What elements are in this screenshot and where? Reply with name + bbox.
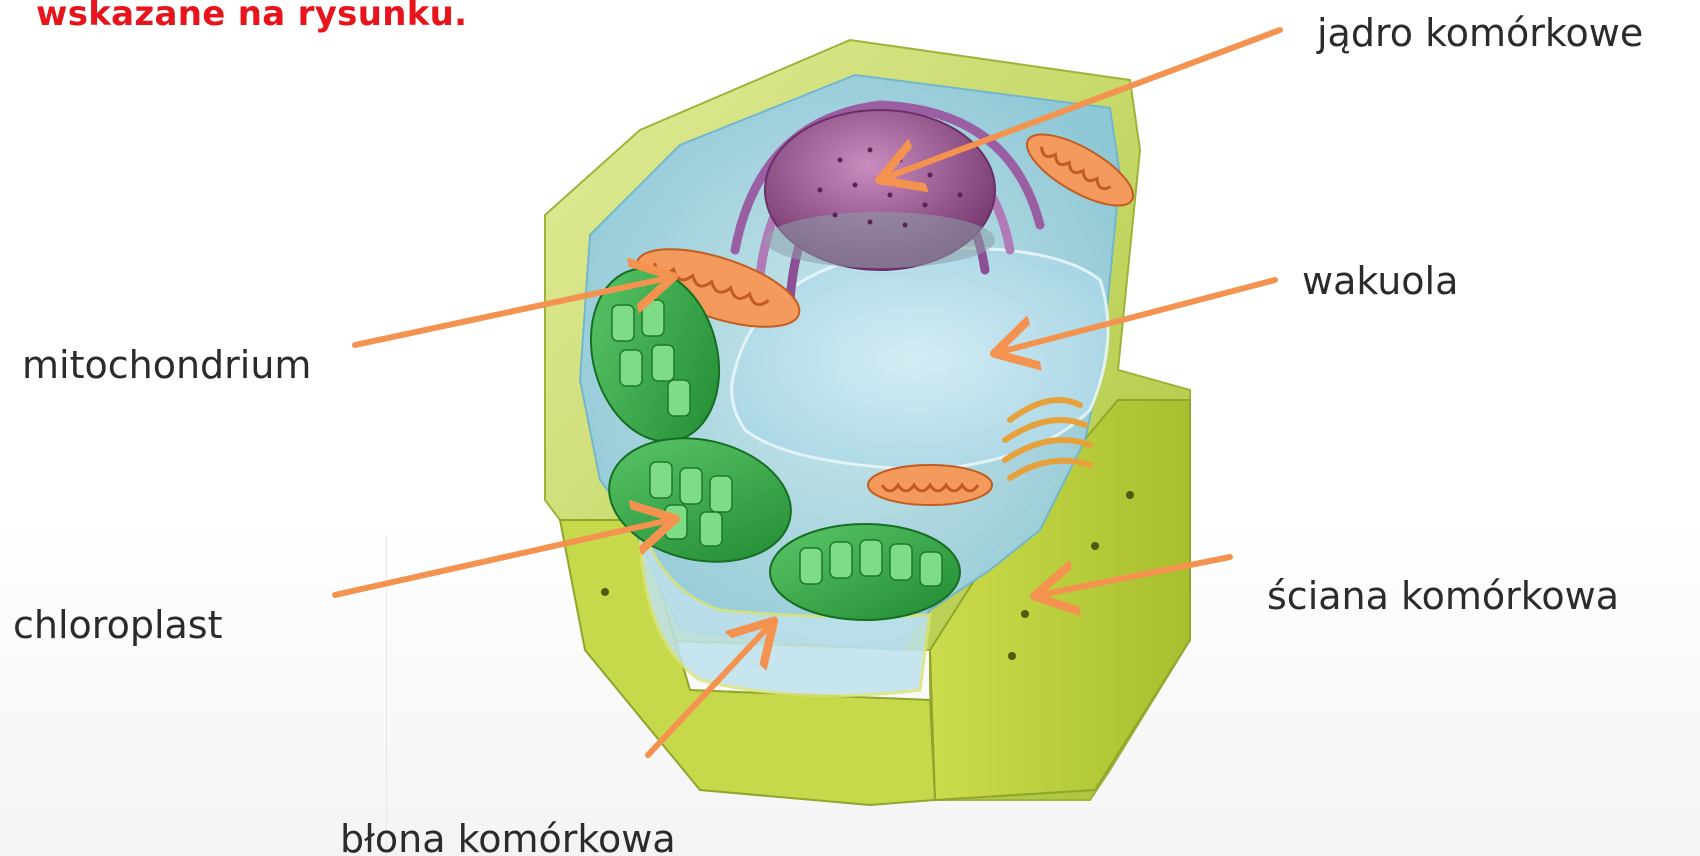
nucleus (765, 110, 995, 270)
mitochondrion (868, 465, 992, 505)
wall-pit (1126, 491, 1134, 499)
wall-pit (1091, 542, 1099, 550)
wall-pit (1021, 610, 1029, 618)
label-nucleus: jądro komórkowe (1317, 14, 1643, 52)
chloroplast (770, 524, 960, 620)
wall-pit (1008, 652, 1016, 660)
label-cell-membrane: błona komórkowa (340, 820, 676, 856)
label-vacuole: wakuola (1302, 262, 1458, 300)
wall-pit (601, 588, 609, 596)
label-mitochondrium: mitochondrium (22, 346, 311, 384)
label-chloroplast: chloroplast (13, 606, 222, 644)
label-cell-wall: ściana komórkowa (1267, 577, 1619, 615)
